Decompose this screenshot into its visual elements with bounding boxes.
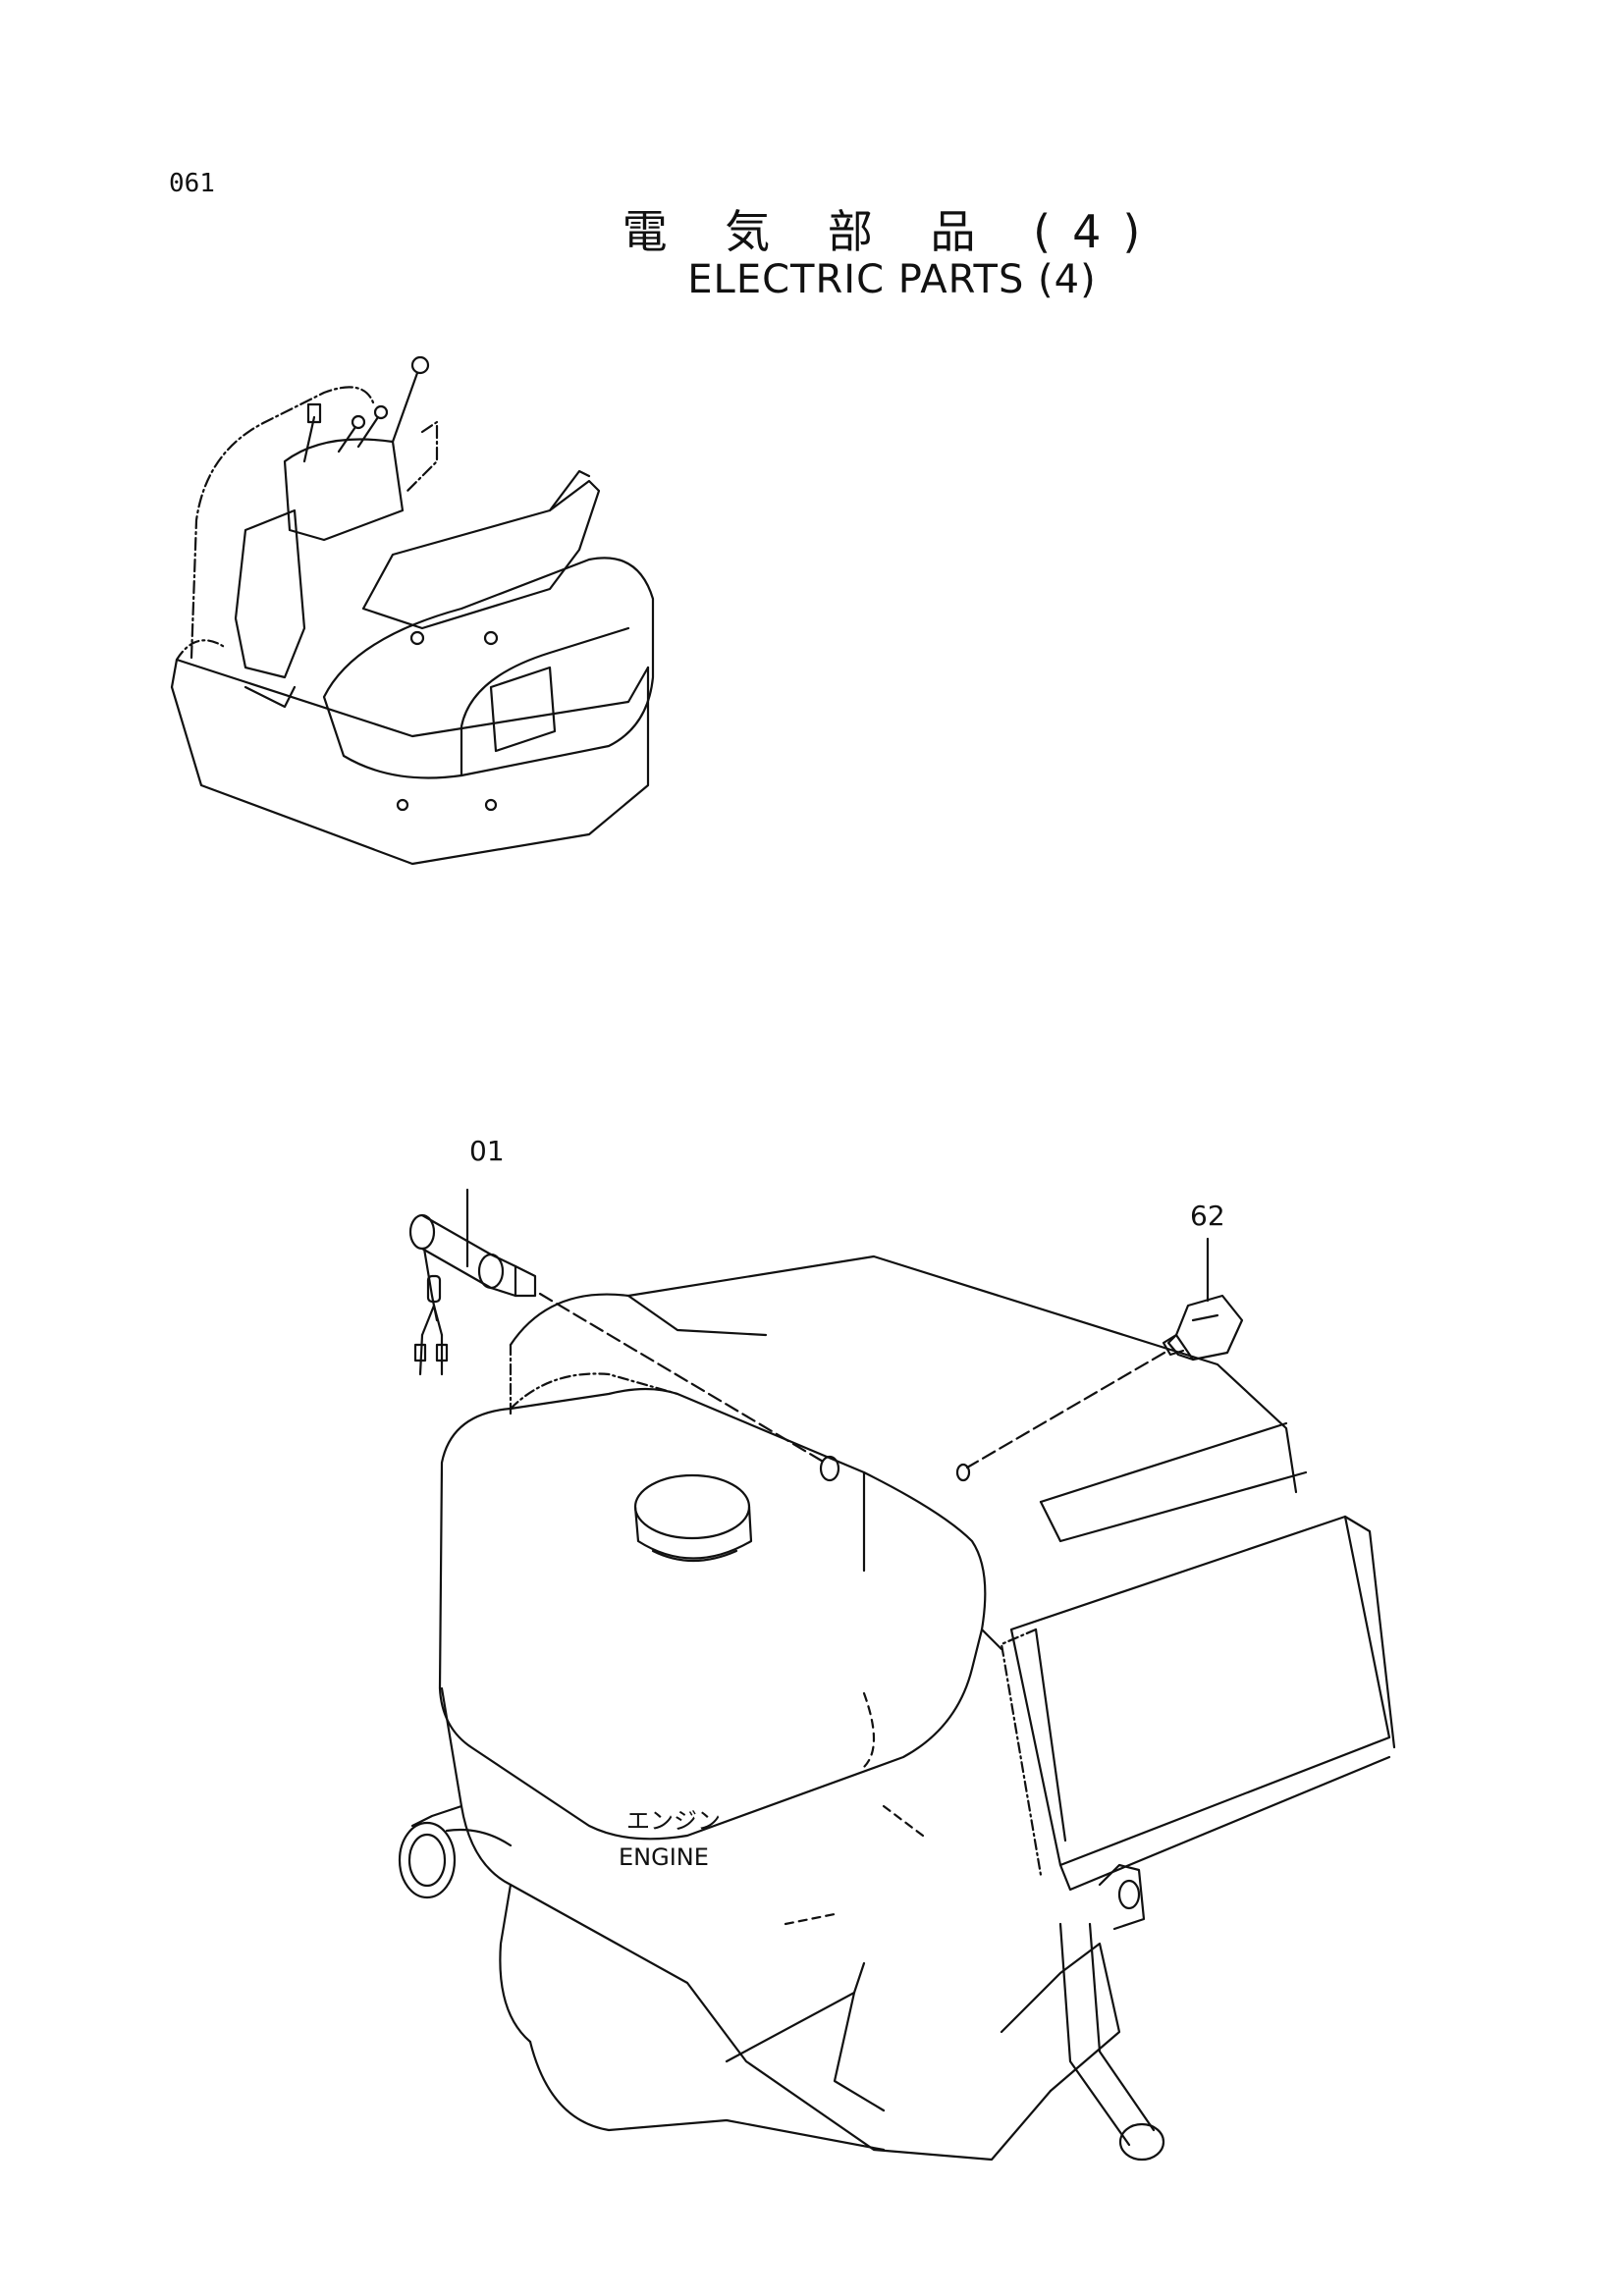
overview-machine-illustration [170,355,655,866]
part-62-leader-dashed [965,1351,1166,1469]
callout-62-label: 62 [1190,1200,1225,1232]
engine-illustration [398,1255,1396,2162]
part-01-sensor [408,1188,537,1376]
part-01-leader-dashed [538,1292,827,1465]
engine-label-en: ENGINE [619,1843,709,1871]
page-number: 061 [169,169,215,198]
part-62-switch [1162,1294,1244,1362]
part-62-mount-hole [955,1463,971,1482]
callout-01-label: 01 [469,1135,505,1167]
part-01-mount-hole [819,1455,840,1482]
engine-label-jp: エンジン [626,1807,721,1835]
title-japanese: 電 気 部 品 (4) [622,205,1163,258]
title-english: ELECTRIC PARTS (4) [687,257,1097,302]
